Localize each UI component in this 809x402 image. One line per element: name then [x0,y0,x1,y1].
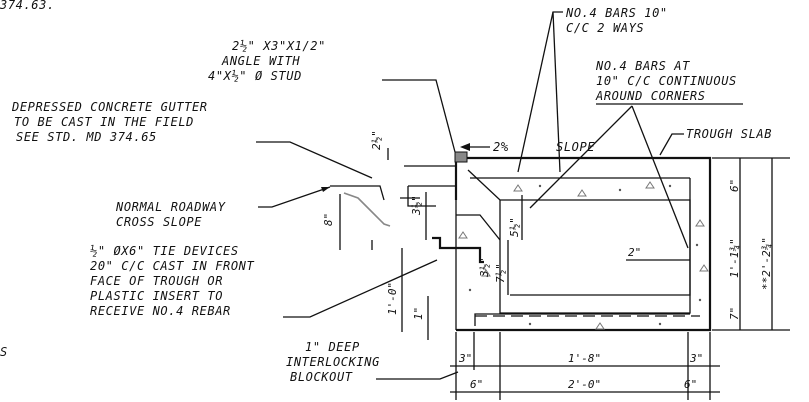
angle-leader [382,79,456,153]
dim-6-bottom: 6" [684,378,697,391]
concrete-hatch [458,181,709,330]
dim-6-left: 6" [470,378,483,391]
dim-2in: 2" [628,246,641,259]
tie-note: ½" ØX6" TIE DEVICES 20" C/C CAST IN FRON… [90,244,438,318]
dim-8: 8" [322,213,335,226]
right-dimensions: 6" 1'-1¾" 7" **2'-2¾" [712,157,790,331]
gutter-note-line-2: TO BE CAST IN THE FIELD [14,115,194,129]
angle-note-line-3: 4"X½" Ø STUD [208,69,302,83]
bottom-dimensions: 3" 1'-8" 3" 6" 2'-0" 6" [450,332,720,400]
blockout-leader [376,371,459,380]
tie-note-line-2: 20" C/C CAST IN FRONT [90,259,254,273]
gutter-note-line-1: DEPRESSED CONCRETE GUTTER [11,100,208,114]
gutter-curve [343,192,391,227]
dim-3half-b: 3½" [478,257,491,278]
top-bars-note-line-1: NO.4 BARS 10" [565,6,668,20]
tie-note-line-3: FACE OF TROUGH OR [90,274,223,288]
trough-slab-label: TROUGH SLAB [686,127,772,141]
bottom-slab-step [474,313,690,326]
tie-note-line-5: RECEIVE NO.4 REBAR [90,304,231,318]
trough-slab-leader [659,133,684,156]
dim-3-right: 3" [689,352,703,365]
blockout-note: 1" DEEP INTERLOCKING BLOCKOUT [286,340,459,384]
left-dimensions: 2½" 3½" 8" 1'-0" 1" [322,130,429,340]
top-bars-note: NO.4 BARS 10" C/C 2 WAYS [517,6,668,173]
slope-arrow-head [460,143,470,151]
corner-bars-leader-1 [631,105,689,249]
dim-1ft: 1'-0" [386,282,399,315]
fragment-top-left: 374.63. [0,0,55,12]
corner-bars-note-line-1: NO.4 BARS AT [595,59,690,73]
dim-3-left: 3" [458,352,472,365]
roadway-note-line-2: CROSS SLOPE [116,215,202,229]
corner-bars-note-line-3: AROUND CORNERS [595,89,706,103]
trough-slab-note: TROUGH SLAB [659,127,772,156]
tie-device [432,236,484,264]
tie-leader [283,259,438,318]
blockout-note-line-2: INTERLOCKING [286,355,380,369]
inner-void [467,169,691,314]
slope-percent: 2% [493,140,509,154]
gutter-note-line-3: SEE STD. MD 374.65 [16,130,157,144]
dim-7half: 7½" [494,263,507,283]
steel-angle [454,151,468,163]
roadway-note: NORMAL ROADWAY CROSS SLOPE [115,186,331,229]
roadway-leader-arrow [321,187,330,192]
dim-1in: 1" [412,307,425,320]
dim-2half: 2½" [370,130,383,150]
corner-bars-note-line-2: 10" C/C CONTINUOUS [596,74,737,88]
tie-note-line-1: ½" ØX6" TIE DEVICES [90,244,239,258]
dim-2-0: 2'-0" [568,378,601,391]
front-web-haunch [456,214,501,241]
trough-outline-outer [456,156,712,332]
angle-note: 2½" X3"X1/2" ANGLE WITH 4"X½" Ø STUD [208,39,456,153]
gutter-note: DEPRESSED CONCRETE GUTTER TO BE CAST IN … [11,100,373,179]
blockout-note-line-3: BLOCKOUT [290,370,353,384]
gutter-leader [256,141,373,179]
trough-section [454,151,712,332]
roadway-note-line-1: NORMAL ROADWAY [115,200,226,214]
dim-7-right: 7" [728,307,741,320]
concrete-dots [468,184,702,326]
dim-6-right: 6" [728,179,741,192]
tie-note-line-4: PLASTIC INSERT TO [90,289,223,303]
roadway-leader [258,186,331,208]
interior-dimensions: 5½" 3½" 7½" 2" [478,195,690,295]
angle-note-line-2: ANGLE WITH [221,54,300,68]
dim-3half: 3½" [410,195,423,216]
angle-note-line-1: 2½" X3"X1/2" [232,39,326,53]
top-bars-leader-2 [552,11,561,173]
blockout-note-line-1: 1" DEEP [305,340,360,354]
roadway-surface [330,185,385,201]
dim-2-2-3-4: **2'-2¾" [760,237,773,290]
corner-rebar [510,178,691,296]
fragment-left: S [0,345,8,359]
gutter-step [407,186,436,207]
dim-1-8: 1'-8" [568,352,601,365]
slope-label: SLOPE [556,140,595,154]
gutter-section [330,165,484,264]
dim-1-1-3-4: 1'-1¾" [728,238,741,278]
dim-5half: 5½" [508,217,521,237]
top-bars-note-line-2: C/C 2 WAYS [566,21,644,35]
slope-indicator: 2% SLOPE [460,140,595,154]
